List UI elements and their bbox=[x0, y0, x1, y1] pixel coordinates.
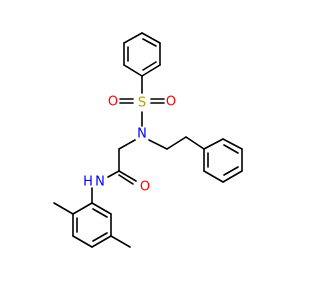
phenyl-ring-phenethyl bbox=[203, 138, 243, 183]
sulfonamide-nitrogen-label: N bbox=[137, 127, 147, 142]
sulfonamide-n-bonds bbox=[118, 136, 205, 150]
sulfonyl-oxygen-left-label: O bbox=[108, 95, 118, 110]
molecule-structure: S O O N O H N bbox=[53, 32, 243, 248]
phenyl-ring-sulfonyl bbox=[123, 32, 161, 77]
sulfur-label: S bbox=[138, 96, 146, 111]
acetamide-bonds bbox=[91, 148, 137, 204]
sulfonyl-bonds bbox=[119, 75, 165, 127]
dimethylphenyl-ring bbox=[53, 202, 131, 248]
amide-nitrogen-label: N bbox=[95, 175, 105, 190]
carbonyl-oxygen-label: O bbox=[140, 180, 150, 195]
sulfonyl-oxygen-right-label: O bbox=[166, 95, 176, 110]
amide-hydrogen-label: H bbox=[83, 175, 93, 190]
atom-labels: S O O N O H N bbox=[83, 95, 176, 195]
